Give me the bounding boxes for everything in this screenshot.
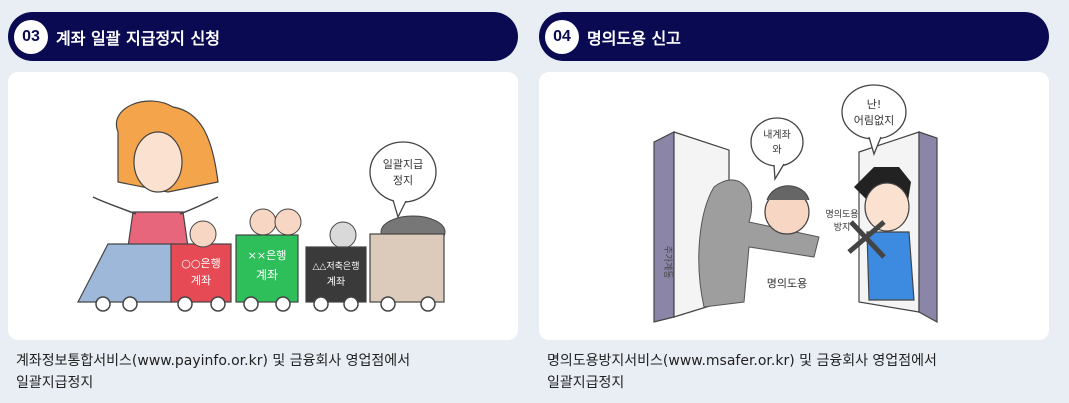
car-dark-label-2: 계좌	[327, 276, 345, 288]
step-number-badge: 04	[545, 19, 579, 54]
illustration-door-block: 주가계동 내계좌 와 명의도용	[539, 72, 1049, 340]
card-description: 계좌정보통합서비스(www.payinfo.or.kr) 및 금융회사 영업점에…	[16, 350, 516, 394]
bubble-right-line-1: 난!	[867, 98, 882, 111]
card-description: 명의도용방지서비스(www.msafer.or.kr) 및 금융회사 영업점에서…	[547, 350, 1047, 394]
bubble-line-2: 정지	[393, 174, 413, 187]
bubble-right-line-2: 어림없지	[854, 114, 894, 127]
train-engine	[77, 243, 174, 303]
train-car-red	[170, 243, 232, 303]
card-identity-theft-report: 04 명의도용 신고 주가계동 내계좌 와	[539, 12, 1051, 402]
label-protect-1: 명의도용	[825, 209, 858, 220]
card-header: 04 명의도용 신고	[539, 12, 1049, 61]
train-wheels	[95, 296, 436, 312]
speech-bubble-refuse: 난! 어림없지	[841, 84, 907, 156]
description-line-2: 일괄지급정지	[16, 375, 94, 391]
description-line-2: 일괄지급정지	[547, 375, 625, 391]
car-green-label-2: 계좌	[256, 268, 278, 282]
card-account-freeze: 03 계좌 일괄 지급정지 신청 ○○은행 계좌	[8, 12, 520, 402]
description-line-1: 계좌정보통합서비스(www.payinfo.or.kr) 및 금융회사 영업점에…	[16, 353, 411, 369]
card-title: 명의도용 신고	[587, 28, 681, 48]
card-header: 03 계좌 일괄 지급정지 신청	[8, 12, 518, 61]
bubble-left-line-2: 와	[772, 144, 781, 156]
door-left-label: 주가계동	[662, 245, 674, 278]
shadow-figure	[698, 179, 820, 308]
train-car-dark	[305, 246, 367, 303]
car-dark-label-1: △△저축은행	[313, 260, 360, 272]
illustration-train: ○○은행 계좌 ××은행 계좌 △△저축은행 계좌	[8, 72, 518, 340]
bubble-left-line-1: 내계좌	[763, 129, 791, 141]
card-title: 계좌 일괄 지급정지 신청	[56, 28, 220, 48]
protector-figure	[847, 167, 915, 301]
step-number-badge: 03	[14, 19, 48, 54]
speech-bubble-theft: 내계좌 와	[750, 117, 804, 182]
car-green-label-1: ××은행	[248, 249, 287, 262]
description-line-1: 명의도용방지서비스(www.msafer.or.kr) 및 금융회사 영업점에서	[547, 353, 937, 369]
label-protect-2: 방지	[834, 222, 851, 233]
car-red-label-1: ○○은행	[181, 257, 220, 270]
train-car-tan	[369, 233, 445, 303]
bubble-line-1: 일괄지급	[383, 157, 423, 171]
label-identity-theft: 명의도용	[767, 277, 807, 290]
car-red-label-2: 계좌	[191, 274, 211, 287]
woman-figure	[92, 100, 219, 248]
speech-bubble-freeze: 일괄지급 정지	[369, 141, 437, 219]
train-car-green	[235, 234, 299, 303]
